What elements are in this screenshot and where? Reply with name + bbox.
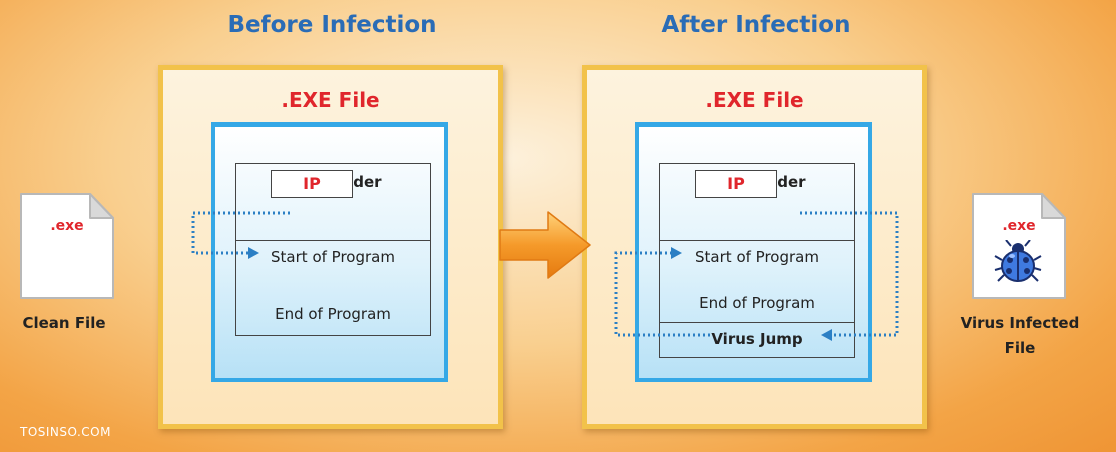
clean-file-caption: Clean File bbox=[22, 314, 106, 332]
infected-file-ext: .exe bbox=[1002, 218, 1036, 234]
before-ip-box: IP bbox=[271, 170, 353, 198]
before-flow-arrowhead bbox=[248, 247, 259, 259]
before-start-of-program-label: Start of Program bbox=[271, 248, 395, 266]
ladybug-icon bbox=[994, 240, 1042, 282]
after-ip-box: IP bbox=[695, 170, 777, 198]
before-infection-title: Before Infection bbox=[227, 12, 437, 38]
after-end-of-program-label: End of Program bbox=[699, 294, 815, 312]
clean-file-ext: .exe bbox=[50, 218, 84, 234]
after-exe-title: .EXE File bbox=[705, 88, 804, 112]
clean-file-icon: .exe bbox=[18, 190, 116, 302]
before-end-of-program-label: End of Program bbox=[275, 305, 391, 323]
infected-file-icon: .exe bbox=[970, 190, 1068, 302]
after-start-of-program-label: Start of Program bbox=[695, 248, 819, 266]
watermark: TOSINSO.COM bbox=[20, 425, 111, 439]
after-virus-jump-section: Virus Jump bbox=[659, 322, 855, 358]
infected-file-caption-line2: File bbox=[1004, 339, 1036, 357]
after-program-section: Start of Program End of Program bbox=[659, 240, 855, 323]
before-program-section: Start of Program End of Program bbox=[235, 240, 431, 336]
virus-jump-label: Virus Jump bbox=[711, 330, 803, 348]
after-infection-title: After Infection bbox=[661, 12, 851, 38]
before-ip-flow-line bbox=[191, 211, 290, 255]
before-exe-title: .EXE File bbox=[281, 88, 380, 112]
right-arrow-icon bbox=[499, 211, 591, 279]
after-ip-flow-line bbox=[614, 211, 899, 337]
after-virus-jump-arrowhead bbox=[821, 329, 832, 341]
infected-file-caption: Virus Infected File bbox=[945, 311, 1095, 361]
infected-file-caption-line1: Virus Infected bbox=[960, 314, 1080, 332]
after-start-arrowhead bbox=[671, 247, 682, 259]
document-icon bbox=[20, 193, 114, 299]
